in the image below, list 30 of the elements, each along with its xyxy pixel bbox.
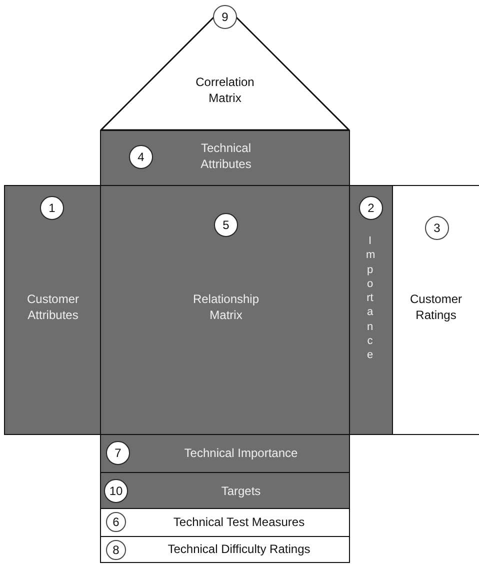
callout-number: 5	[214, 213, 238, 237]
region-label: Relationship Matrix	[192, 292, 260, 324]
difficulty-ratings-row	[100, 536, 350, 563]
callout-number: 10	[104, 479, 128, 503]
test-measures-row	[100, 508, 350, 537]
callout-number: 2	[359, 196, 383, 220]
importance-row	[100, 434, 350, 473]
region-label: Technical Test Measures	[172, 515, 306, 531]
region-label: Customer Ratings	[408, 292, 463, 324]
customer-ratings-panel	[392, 185, 479, 435]
customer-attributes-panel	[4, 185, 101, 435]
callout-number: 1	[40, 196, 64, 220]
targets-row	[100, 472, 350, 509]
region-label: Technical Attributes	[200, 141, 252, 172]
attributes-band	[100, 130, 350, 186]
callout-number: 6	[106, 512, 126, 532]
callout-number: 3	[425, 216, 449, 240]
region-label: Technical Difficulty Ratings	[166, 542, 312, 558]
correlation-roof	[100, 5, 350, 131]
region-label: Correlation Matrix	[194, 75, 256, 106]
region-label: Targets	[220, 484, 262, 500]
callout-number: 8	[106, 540, 126, 560]
importance-column	[349, 185, 393, 435]
callout-number: 4	[129, 145, 153, 169]
callout-number: 7	[106, 441, 130, 465]
region-label: Technical Importance	[183, 446, 299, 462]
region-label: Customer Attributes	[26, 292, 80, 324]
region-label: Importance	[366, 234, 374, 363]
relationship-matrix-panel	[100, 185, 350, 435]
callout-number: 9	[213, 5, 237, 29]
